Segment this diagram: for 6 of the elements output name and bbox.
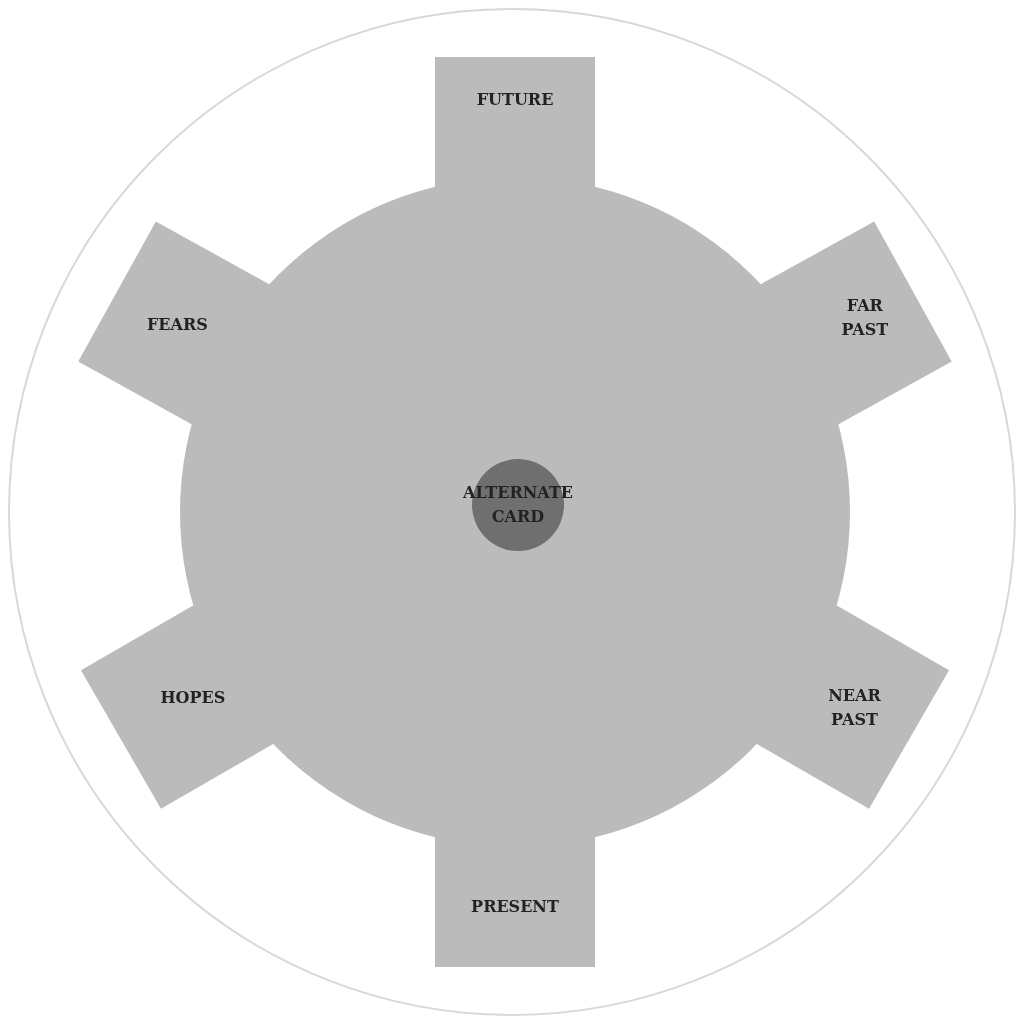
- position-label: FAR PAST: [840, 295, 890, 342]
- position-label: FEARS: [147, 313, 208, 336]
- position-label: FUTURE: [476, 89, 554, 111]
- position-label: PRESENT: [471, 896, 559, 918]
- position-label: NEAR PAST: [827, 685, 882, 731]
- position-label: HOPES: [160, 687, 226, 709]
